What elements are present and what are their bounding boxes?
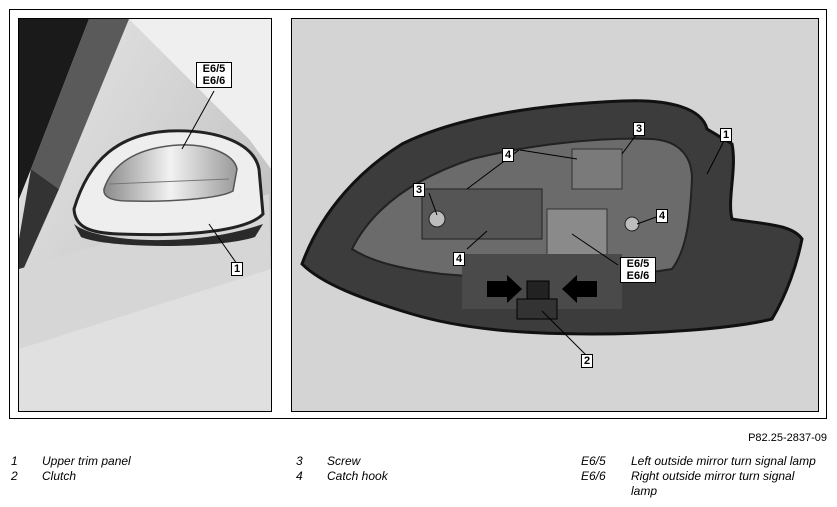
callout-3-right: 3 xyxy=(633,122,646,136)
callout-1-right: 1 xyxy=(720,128,733,142)
figure-reference: P82.25-2837-09 xyxy=(748,432,827,444)
callout-4-top: 4 xyxy=(502,148,515,162)
callout-1-left: 1 xyxy=(231,262,244,276)
callout-2: 2 xyxy=(581,354,594,368)
callout-3-left: 3 xyxy=(413,183,426,197)
callout-e6-5-e6-6-right: E6/5 E6/6 xyxy=(620,257,656,283)
callout-4-right: 4 xyxy=(656,209,669,223)
callout-e6-5-e6-6-left: E6/5 E6/6 xyxy=(196,62,232,88)
legend-item: E6/6 Right outside mirror turn signal la… xyxy=(581,469,795,498)
callout-4-bottom: 4 xyxy=(453,252,466,266)
mirror-interior-photo xyxy=(291,18,819,412)
mirror-exterior-photo xyxy=(18,18,272,412)
